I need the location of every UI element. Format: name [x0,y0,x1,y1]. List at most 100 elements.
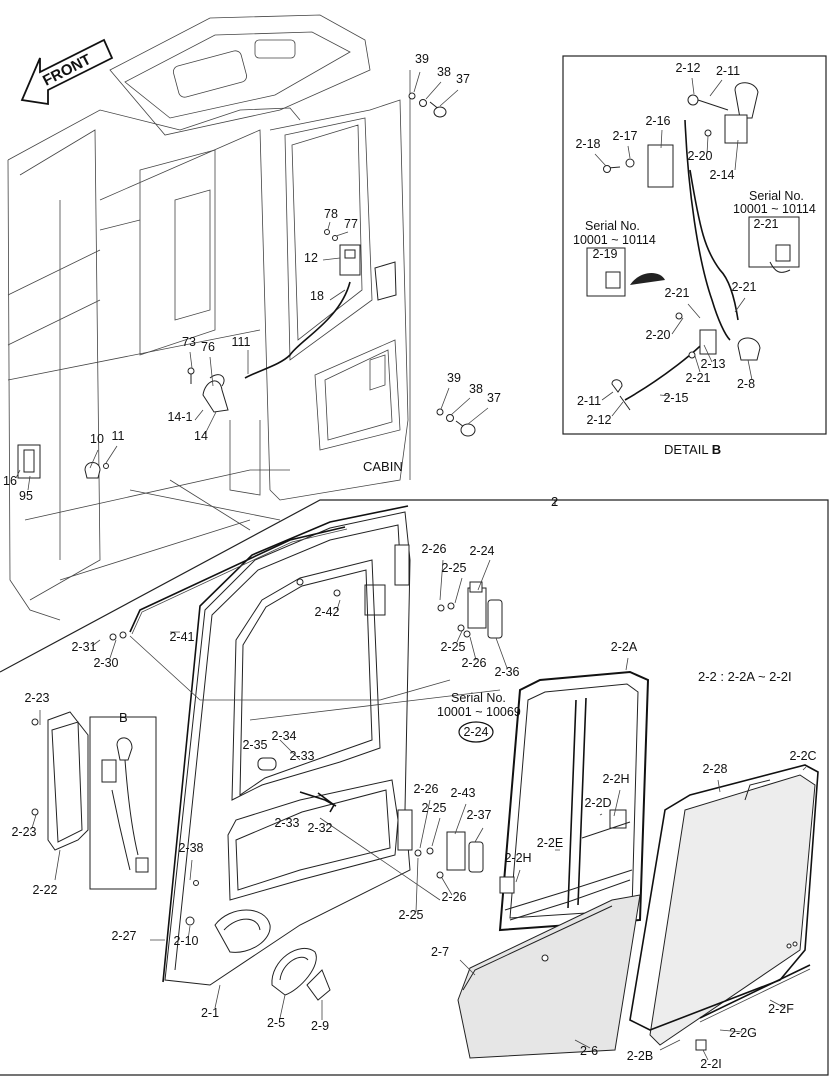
callout-d-2-21a: 2-21 [753,217,778,231]
callout-2-34: 2-34 [271,729,296,743]
detail-b-panel [562,55,827,435]
front-arrow: FRONT [20,38,114,106]
callout-2-26d: 2-26 [441,890,466,904]
callout-2-25b: 2-25 [440,640,465,654]
callout-38a: 38 [437,65,451,79]
callout-2-26c: 2-26 [413,782,438,796]
callout-111: 111 [231,335,250,349]
callout-2-2H-top: 2-2H [602,772,629,786]
window-frame [498,670,650,932]
callout-2-22: 2-22 [32,883,57,897]
callout-2-23b: 2-23 [11,825,36,839]
callout-2-27: 2-27 [111,929,136,943]
callout-2-26b: 2-26 [461,656,486,670]
callout-2-31: 2-31 [71,640,96,654]
fixed-glass [629,764,819,1051]
callout-d-2-19: 2-19 [592,247,617,261]
callout-d-2-14: 2-14 [709,168,734,182]
callout-d-2-21c: 2-21 [731,280,756,294]
callout-2-25c: 2-25 [421,801,446,815]
callout-2-24a: 2-24 [469,544,494,558]
inset-letter: B [119,710,128,725]
callout-12: 12 [304,251,318,265]
callout-2-33a: 2-33 [289,749,314,763]
callout-d-2-11a: 2-11 [716,64,740,78]
callout-d-2-21b: 2-21 [664,286,689,300]
callout-2-25a: 2-25 [441,561,466,575]
callout-2-7: 2-7 [431,945,449,959]
callout-d-2-18: 2-18 [575,137,600,151]
callout-d-2-20b: 2-20 [645,328,670,342]
serial-callout-circle [458,721,494,743]
callout-14-1: 14-1 [167,410,192,424]
callout-2-6: 2-6 [580,1044,598,1058]
assembly-2-border [0,499,829,1076]
sliding-glass [457,894,641,1059]
callout-14: 14 [194,429,208,443]
callout-d-2-17: 2-17 [612,129,637,143]
callout-2-28: 2-28 [702,762,727,776]
callout-d-2-15: 2-15 [663,391,688,405]
callout-77: 77 [344,217,358,231]
callout-d-2-13: 2-13 [700,357,725,371]
callout-d-2-12b: 2-12 [586,413,611,427]
callout-2-36: 2-36 [494,665,519,679]
hinges [414,581,503,879]
callout-2-41: 2-41 [169,630,194,644]
callout-2-10: 2-10 [173,934,198,948]
callout-95: 95 [19,489,33,503]
detail-serial-a-range: 10001 ~ 10114 [573,233,656,247]
callout-2-1: 2-1 [201,1006,219,1020]
callout-2-5: 2-5 [267,1016,285,1030]
callout-2-26a: 2-26 [421,542,446,556]
callout-2-2I: 2-2I [700,1057,722,1071]
assembly-note: 2-2 : 2-2A ~ 2-2I [698,669,792,684]
callout-37a: 37 [456,72,470,86]
callout-2-25d: 2-25 [398,908,423,922]
callout-2-32: 2-32 [307,821,332,835]
callout-2-2A: 2-2A [611,640,638,654]
callout-11: 11 [112,429,125,443]
callout-2-33b: 2-33 [274,816,299,830]
leader-lines [31,559,807,1061]
callout-10: 10 [90,432,104,446]
callout-2-42: 2-42 [314,605,339,619]
callout-2-2B: 2-2B [627,1049,653,1063]
callout-d-2-12a: 2-12 [675,61,700,75]
callout-2-2G: 2-2G [729,1026,757,1040]
detail-serial-b-label: Serial No. [749,189,804,203]
callout-38b: 38 [469,382,483,396]
callout-d-2-21d: 2-21 [685,371,710,385]
callout-d-2-16: 2-16 [645,114,670,128]
callout-73: 73 [182,335,196,349]
callout-37b: 37 [487,391,501,405]
callout-2-35: 2-35 [242,738,267,752]
callout-39b: 39 [447,371,461,385]
door-serial-label: Serial No. [451,691,506,705]
cabin-parts [15,71,489,491]
cabin-label: CABIN [363,459,403,474]
callout-2-2F: 2-2F [768,1002,794,1016]
callout-2-24b: 2-24 [463,725,488,739]
lock-cover [31,711,157,890]
callout-2-37: 2-37 [466,808,491,822]
cabin-frame [7,14,411,621]
callout-2-30: 2-30 [93,656,118,670]
callout-2-43: 2-43 [450,786,475,800]
callout-2-23a: 2-23 [24,691,49,705]
assembly-label: 2 [551,494,558,509]
callout-d-2-8: 2-8 [737,377,755,391]
detail-serial-a-label: Serial No. [585,219,640,233]
callout-76: 76 [201,340,215,354]
callout-39a: 39 [415,52,429,66]
callout-2-9: 2-9 [311,1019,329,1033]
callout-2-38: 2-38 [178,841,203,855]
callout-2-2D: 2-2D [584,796,611,810]
callout-2-2E: 2-2E [537,836,563,850]
callout-2-2H-low: 2-2H [504,851,531,865]
callout-16: 16 [3,474,17,488]
door-frame [109,505,413,1001]
